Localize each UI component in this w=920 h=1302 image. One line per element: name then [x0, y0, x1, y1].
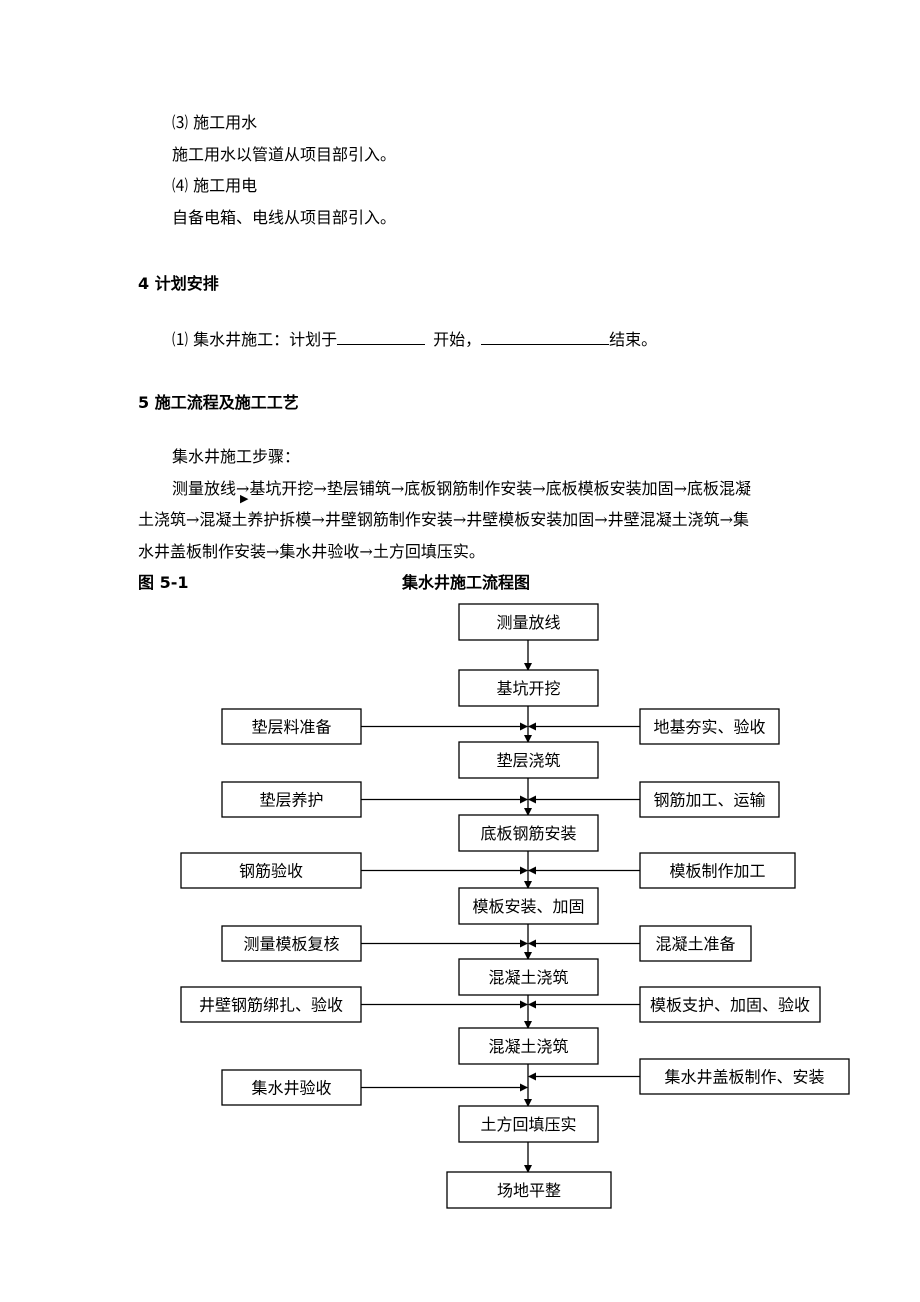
- flow-box-right-0: [639, 708, 780, 745]
- flow-label-main-4: 模板安装、加固: [472, 897, 584, 916]
- flow-box-main-0: [458, 603, 599, 641]
- steps-line-1: 测量放线→基坑开挖→垫层铺筑→底板钢筋制作安装→底板模板安装加固→底板混凝: [172, 479, 752, 498]
- flow-label-main-1: 基坑开挖: [496, 679, 560, 698]
- steps-intro: 集水井施工步骤：: [172, 447, 301, 466]
- schedule-prefix: ⑴ 集水井施工：计划于: [172, 330, 338, 349]
- flow-box-right-4: [639, 986, 821, 1023]
- flow-label-main-7: 土方回填压实: [480, 1115, 576, 1134]
- item-3-text: 施工用水以管道从项目部引入。: [172, 145, 397, 164]
- flow-boxes: 测量放线基坑开挖垫层浇筑底板钢筋安装模板安装、加固混凝土浇筑混凝土浇筑土方回填压…: [180, 603, 850, 1209]
- flow-label-left-5: 集水井验收: [251, 1079, 331, 1098]
- flow-box-left-2: [180, 852, 362, 889]
- flow-box-main-2: [458, 741, 599, 779]
- flow-box-left-4: [180, 986, 362, 1023]
- flow-box-right-5: [639, 1058, 850, 1095]
- figure-label: 图 5-1: [138, 573, 189, 592]
- flow-box-left-5: [221, 1069, 362, 1106]
- item-4-heading: ⑷ 施工用电: [172, 176, 258, 195]
- flow-label-main-0: 测量放线: [496, 613, 560, 632]
- flow-label-left-0: 垫层料准备: [251, 718, 331, 737]
- section-5-heading: 5 施工流程及施工工艺: [138, 393, 299, 412]
- flow-box-main-1: [458, 669, 599, 707]
- flow-box-left-0: [221, 708, 362, 745]
- item-4-text: 自备电箱、电线从项目部引入。: [172, 208, 397, 227]
- flow-box-left-3: [221, 925, 362, 962]
- stray-arrow-icon: ▶: [240, 492, 249, 505]
- flow-box-main-4: [458, 887, 599, 925]
- flow-label-main-6: 混凝土浇筑: [488, 1037, 568, 1056]
- flow-box-right-1: [639, 781, 780, 818]
- flow-label-main-3: 底板钢筋安装: [480, 824, 576, 843]
- flow-label-left-1: 垫层养护: [259, 791, 323, 810]
- flow-label-right-0: 地基夯实、验收: [653, 718, 765, 737]
- flow-label-left-2: 钢筋验收: [239, 862, 303, 881]
- flow-connectors: [361, 640, 640, 1173]
- flow-box-main-7: [458, 1105, 599, 1143]
- flow-label-left-4: 井壁钢筋绑扎、验收: [199, 996, 343, 1015]
- flow-box-main-8: [446, 1171, 612, 1209]
- flow-label-main-8: 场地平整: [497, 1181, 561, 1200]
- flow-label-main-5: 混凝土浇筑: [488, 968, 568, 987]
- end-date-blank: [481, 328, 610, 345]
- flow-box-left-1: [221, 781, 362, 818]
- flow-box-main-3: [458, 814, 599, 852]
- flow-box-main-6: [458, 1027, 599, 1065]
- schedule-line: ⑴ 集水井施工：计划于 开始， 结束。: [172, 328, 657, 350]
- schedule-suffix: 结束。: [609, 330, 658, 349]
- flow-label-right-1: 钢筋加工、运输: [653, 791, 765, 810]
- figure-title: 集水井施工流程图: [402, 573, 531, 592]
- flow-box-right-3: [639, 925, 752, 962]
- steps-line-2: 土浇筑→混凝土养护拆模→井壁钢筋制作安装→井壁模板安装加固→井壁混凝土浇筑→集: [138, 510, 750, 529]
- schedule-mid: 开始，: [433, 330, 482, 349]
- flow-box-main-5: [458, 958, 599, 996]
- flow-label-right-5: 集水井盖板制作、安装: [664, 1068, 824, 1087]
- flow-label-right-3: 混凝土准备: [655, 935, 735, 954]
- flow-label-main-2: 垫层浇筑: [496, 751, 560, 770]
- item-3-heading: ⑶ 施工用水: [172, 113, 258, 132]
- steps-line-3: 水井盖板制作安装→集水井验收→土方回填压实。: [138, 542, 485, 561]
- flow-box-right-2: [639, 852, 796, 889]
- flow-label-left-3: 测量模板复核: [243, 935, 339, 954]
- section-4-heading: 4 计划安排: [138, 274, 219, 293]
- flow-label-right-2: 模板制作加工: [669, 862, 765, 881]
- start-date-blank: [337, 328, 426, 345]
- flow-label-right-4: 模板支护、加固、验收: [650, 996, 810, 1015]
